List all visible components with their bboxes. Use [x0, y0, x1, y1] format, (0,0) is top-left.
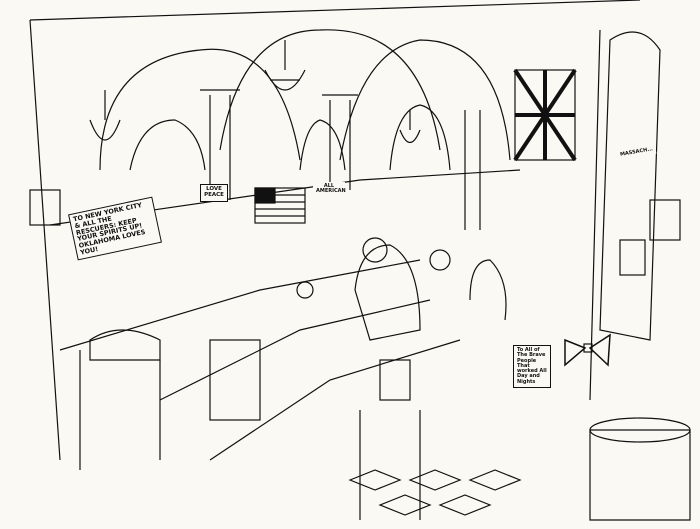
papers [29, 189, 681, 421]
chandeliers [89, 40, 421, 144]
bow [564, 333, 611, 367]
arches [29, 0, 641, 171]
brave-people-sign: To All of The Brave People That worked A… [513, 345, 551, 388]
bucket [589, 417, 691, 521]
people [89, 237, 507, 361]
columns [29, 19, 601, 461]
american-sign: All American [313, 182, 346, 197]
flags [513, 31, 661, 341]
love-peace-sign: Love Peace [200, 184, 228, 202]
floor-tiles [348, 469, 522, 516]
